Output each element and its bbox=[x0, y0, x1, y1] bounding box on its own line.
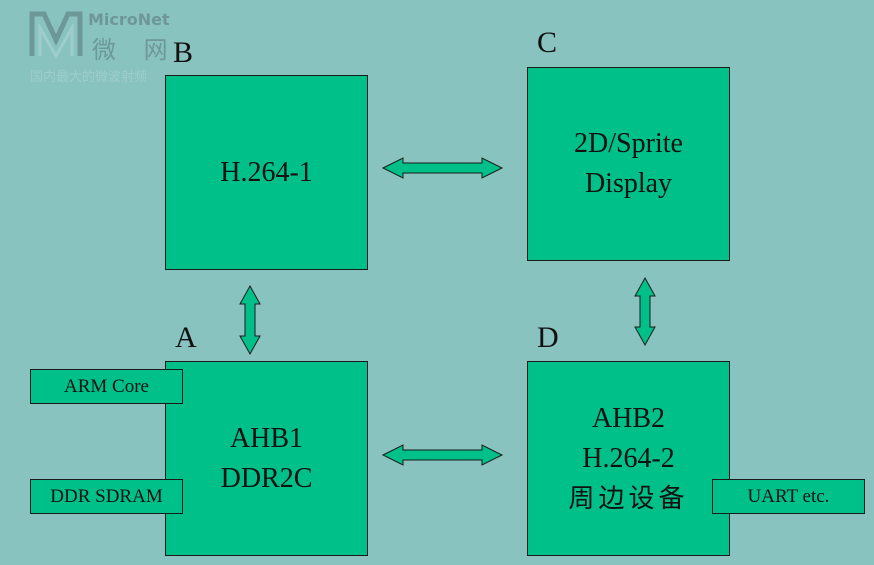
block-d-label-line1: AHB2 bbox=[591, 402, 666, 434]
block-b-letter: B bbox=[173, 36, 194, 69]
arm-core-box: ARM Core bbox=[30, 369, 183, 404]
watermark-brand-cn: 微 网 bbox=[92, 36, 178, 64]
micronet-watermark: MicroNet 微 网 国内最大的微波射频 bbox=[28, 6, 188, 86]
block-b-h264-1: H.264-1 bbox=[165, 75, 368, 270]
uart-label: UART etc. bbox=[747, 485, 830, 507]
ddr-sdram-box: DDR SDRAM bbox=[30, 479, 183, 514]
ddr-sdram-label: DDR SDRAM bbox=[50, 485, 163, 507]
block-b-label: H.264-1 bbox=[220, 156, 313, 188]
block-d-label-line3: 周边设备 bbox=[568, 483, 689, 514]
watermark-brand: MicroNet bbox=[88, 10, 170, 29]
uart-box: UART etc. bbox=[712, 479, 865, 514]
block-d-ahb2: AHB2 H.264-2 周边设备 bbox=[527, 361, 730, 556]
block-c-letter: C bbox=[537, 26, 558, 59]
watermark-tagline: 国内最大的微波射频 bbox=[30, 70, 148, 85]
arrow-c-d bbox=[634, 276, 656, 347]
block-a-label-line2: DDR2C bbox=[220, 462, 313, 494]
micronet-logo-icon bbox=[29, 11, 83, 60]
block-c-label-line2: Display bbox=[584, 168, 673, 199]
block-d-label-line2: H.264-2 bbox=[582, 442, 675, 474]
block-a-label-line1: AHB1 bbox=[229, 422, 304, 454]
block-a-letter: A bbox=[175, 321, 197, 354]
block-c-sprite-display: 2D/Sprite Display bbox=[527, 67, 730, 261]
arm-core-label: ARM Core bbox=[64, 375, 149, 397]
block-d-letter: D bbox=[537, 321, 559, 354]
arrow-b-c bbox=[381, 157, 504, 179]
block-a-ahb1: AHB1 DDR2C bbox=[165, 361, 368, 556]
arrow-b-a bbox=[239, 284, 261, 356]
block-c-label-line1: 2D/Sprite bbox=[574, 128, 683, 159]
arrow-a-d bbox=[381, 444, 504, 466]
